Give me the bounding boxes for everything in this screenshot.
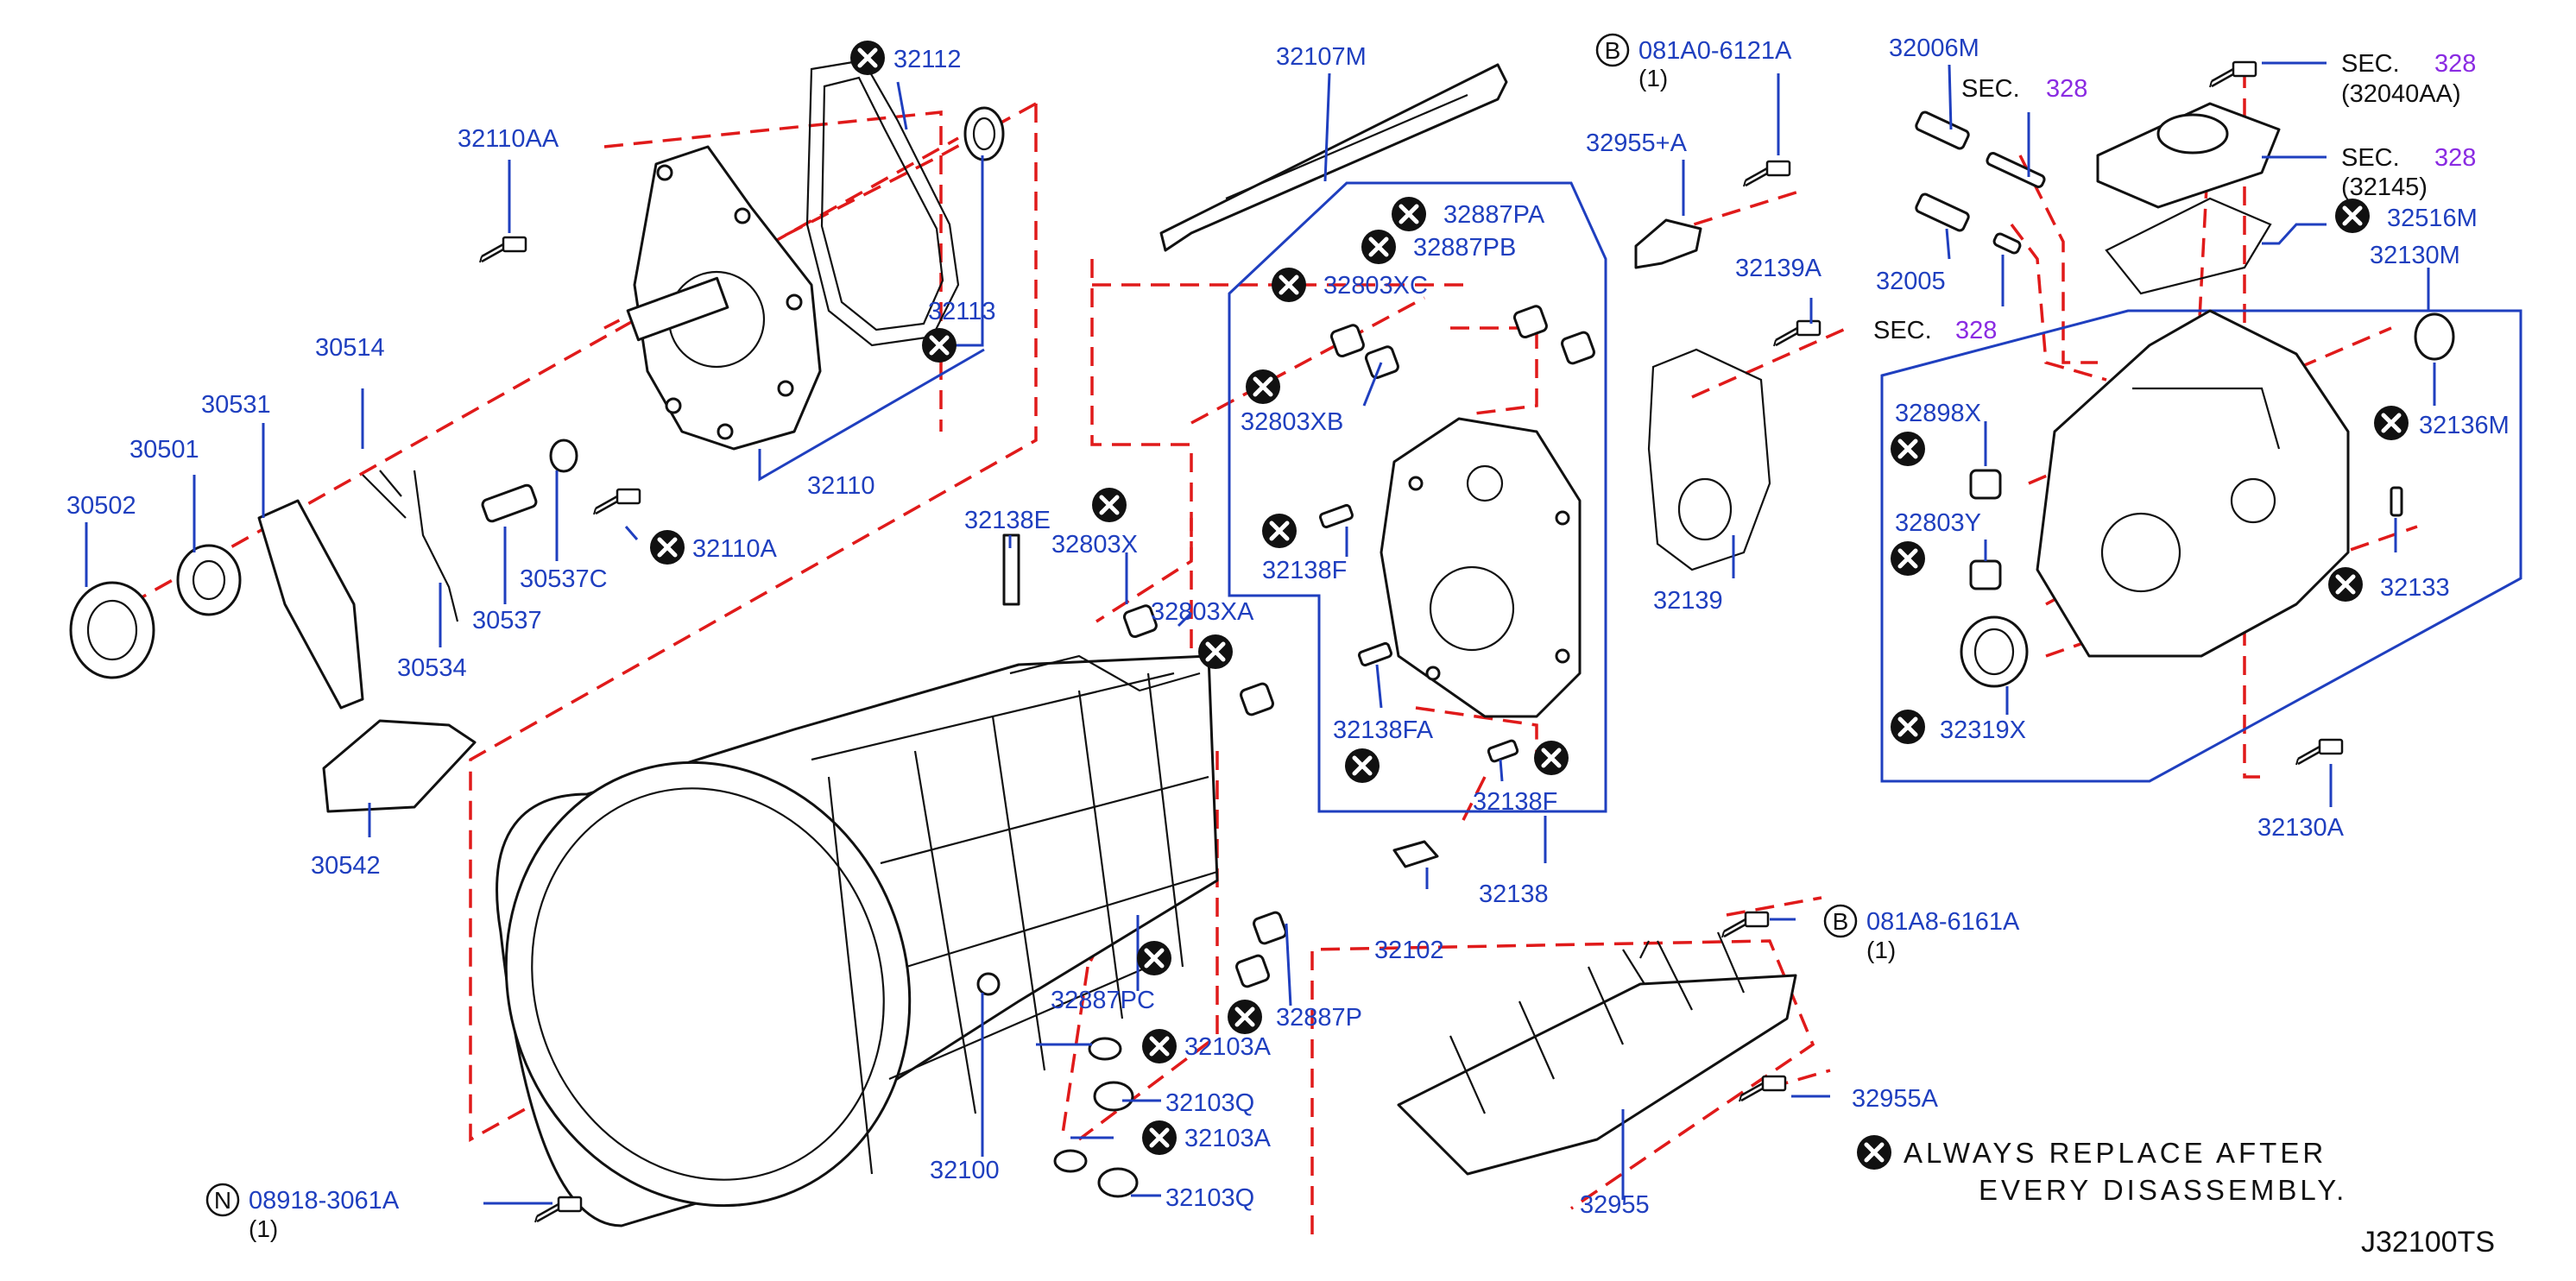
sec-ref-3-word: SEC.: [2341, 50, 2400, 78]
bracket-32955-plus-a: [1634, 218, 1702, 269]
label-30534: 30534: [397, 654, 467, 682]
label-32887PA: 32887PA: [1443, 201, 1545, 229]
diagram-code: J32100TS: [2361, 1226, 2495, 1259]
label-32107M: 32107M: [1276, 43, 1367, 71]
label-30502: 30502: [66, 492, 136, 520]
label-32103Q-lower: 32103Q: [1165, 1184, 1254, 1212]
sec-ref-2-number: 328: [1955, 317, 1997, 344]
label-30537C: 30537C: [520, 565, 608, 593]
label-32955: 32955: [1580, 1191, 1650, 1219]
label-32139: 32139: [1653, 587, 1723, 615]
label-30542: 30542: [311, 852, 381, 880]
label-32110A: 32110A: [692, 535, 777, 563]
label-32955-plus-a: 32955+A: [1586, 129, 1688, 157]
label-32133: 32133: [2380, 574, 2450, 602]
label-32006M: 32006M: [1889, 35, 1979, 62]
label-32139A: 32139A: [1735, 255, 1822, 282]
adapter-32107M: [1159, 63, 1508, 252]
part-labels: 32112 32110AA 32113 32110 30514 30531 30…: [66, 35, 2510, 1242]
seal-32113: [963, 106, 1005, 161]
sec-ref-4-number: 328: [2434, 144, 2476, 172]
label-30537: 30537: [472, 607, 542, 634]
sec-ref-1-number: 328: [2046, 75, 2087, 103]
sec-ref-2-word: SEC.: [1873, 317, 1932, 344]
label-32005: 32005: [1876, 268, 1946, 295]
label-32102: 32102: [1374, 937, 1444, 964]
label-081A8-qty: (1): [1866, 937, 1896, 963]
drain-plugs-and-washers: [1002, 533, 1287, 1198]
key-32102: [1392, 840, 1439, 868]
label-32955A: 32955A: [1852, 1085, 1939, 1113]
label-08918-qty: (1): [249, 1215, 278, 1242]
label-32138FA: 32138FA: [1333, 716, 1434, 744]
label-32103A-upper: 32103A: [1184, 1033, 1272, 1061]
label-32319X: 32319X: [1940, 716, 2026, 744]
sec-ref-3-part: (32040AA): [2341, 80, 2461, 108]
label-32898X: 32898X: [1895, 400, 1981, 427]
label-32113: 32113: [928, 298, 996, 325]
gasket-32139: [1647, 348, 1771, 571]
sec-ref-3-number: 328: [2434, 50, 2476, 78]
label-081A0-qty: (1): [1638, 65, 1668, 92]
label-32887P: 32887P: [1276, 1004, 1362, 1032]
bushings-center: [1318, 305, 1595, 763]
label-32138F-lower: 32138F: [1473, 788, 1557, 816]
label-32887PC: 32887PC: [1051, 987, 1155, 1014]
label-32130A: 32130A: [2257, 814, 2345, 842]
sec-ref-4-word: SEC.: [2341, 144, 2400, 172]
section-references: SEC. 328 SEC. 328 SEC. 328 (32040AA) SEC…: [1873, 50, 2476, 344]
center-plate-32138: [1380, 417, 1582, 718]
label-081A0-6121A: 081A0-6121A: [1638, 37, 1792, 65]
label-32138: 32138: [1479, 880, 1549, 908]
marker-b-top: B: [1605, 37, 1621, 64]
assembly-lines: [129, 69, 2418, 1234]
label-32887PB: 32887PB: [1413, 234, 1516, 262]
group-outlines: [1228, 181, 2522, 813]
sec-ref-1-word: SEC.: [1961, 75, 2020, 103]
label-32100: 32100: [930, 1157, 1000, 1184]
label-30531: 30531: [201, 391, 271, 419]
cover-32955: [1397, 931, 1797, 1176]
label-32110: 32110: [807, 472, 875, 500]
label-32138F-upper: 32138F: [1262, 557, 1347, 584]
clutch-parts: [69, 439, 578, 813]
marker-n: N: [214, 1187, 231, 1214]
label-30514: 30514: [315, 334, 385, 362]
label-32138E: 32138E: [964, 507, 1051, 534]
label-32803XA: 32803XA: [1151, 598, 1254, 626]
label-32112: 32112: [893, 46, 962, 73]
circled-markers: B B N: [205, 33, 1858, 1217]
label-32136M: 32136M: [2419, 412, 2510, 439]
rear-extension-32130M: [2036, 309, 2350, 658]
label-32110AA: 32110AA: [458, 125, 559, 153]
label-32803XC: 32803XC: [1323, 272, 1428, 300]
label-08918-3061A: 08918-3061A: [249, 1187, 400, 1215]
gasket-32112: [805, 59, 960, 347]
label-32516M: 32516M: [2387, 205, 2478, 232]
label-30501: 30501: [129, 436, 199, 464]
transmission-case-32100: [496, 654, 1219, 1227]
front-cover-32110: [626, 145, 822, 451]
leader-lines: [85, 61, 2436, 1205]
rear-small-parts: [1960, 312, 2455, 688]
legend-line-2: EVERY DISASSEMBLY.: [1979, 1174, 2347, 1206]
label-32803X: 32803X: [1051, 531, 1138, 558]
sec-ref-4-part: (32145): [2341, 174, 2428, 201]
label-081A8-6161A: 081A8-6161A: [1866, 908, 2020, 936]
marker-b-bottom: B: [1833, 908, 1849, 935]
label-32103Q-upper: 32103Q: [1165, 1089, 1254, 1117]
label-32103A-lower: 32103A: [1184, 1125, 1272, 1152]
sensors-32006M-32005: [1915, 110, 2046, 255]
label-32803Y: 32803Y: [1895, 509, 1981, 537]
legend: ALWAYS REPLACE AFTER EVERY DISASSEMBLY.: [1904, 1137, 2347, 1206]
label-32130M: 32130M: [2370, 242, 2460, 269]
legend-line-1: ALWAYS REPLACE AFTER: [1904, 1137, 2327, 1169]
top-cover-sec-328: [2096, 102, 2281, 295]
label-32803XB: 32803XB: [1241, 408, 1343, 436]
